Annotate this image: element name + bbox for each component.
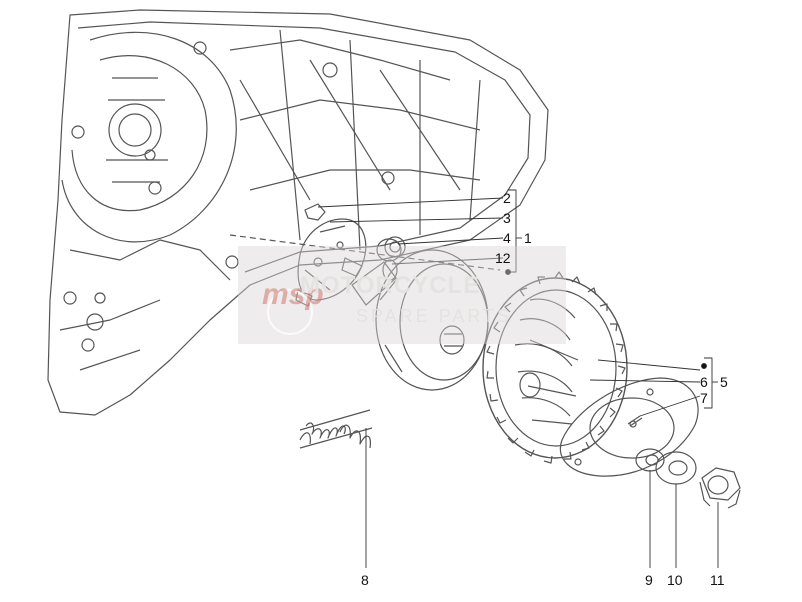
part-12-bushing (351, 259, 398, 306)
part-8-spring (299, 409, 373, 449)
watermark-logo: msp (262, 278, 324, 311)
part-5-fan-pulley (482, 271, 628, 464)
part-7-screw (627, 415, 643, 428)
part-6-plate (559, 377, 699, 477)
callout-2: 2 (503, 190, 511, 206)
callout-3: 3 (503, 210, 511, 226)
part-2-clip (304, 203, 326, 221)
callout-4: 4 (503, 230, 511, 246)
leader-lines (317, 189, 719, 568)
callout-8: 8 (361, 572, 369, 588)
part-10-washer (655, 451, 697, 485)
callout-7: 7 (700, 390, 708, 406)
watermark-subtitle: SPARE PARTS (356, 306, 513, 326)
callout-9: 9 (645, 572, 653, 588)
callout-5: 5 (720, 374, 728, 390)
callout-1: 1 (524, 230, 532, 246)
variator-half-pulley (375, 249, 489, 391)
watermark-title: MOTORCYCLE (300, 272, 481, 299)
watermark-backdrop (238, 246, 566, 344)
callout-12: 12 (495, 250, 511, 266)
callout-6: 6 (700, 374, 708, 390)
part-11-nut (699, 467, 741, 509)
part-4-roller (376, 236, 406, 262)
callout-11: 11 (710, 572, 725, 588)
watermark-globe-icon (267, 289, 313, 335)
callout-10: 10 (667, 572, 683, 588)
part-9-washer (635, 448, 665, 472)
crankcase-housing (47, 9, 549, 416)
